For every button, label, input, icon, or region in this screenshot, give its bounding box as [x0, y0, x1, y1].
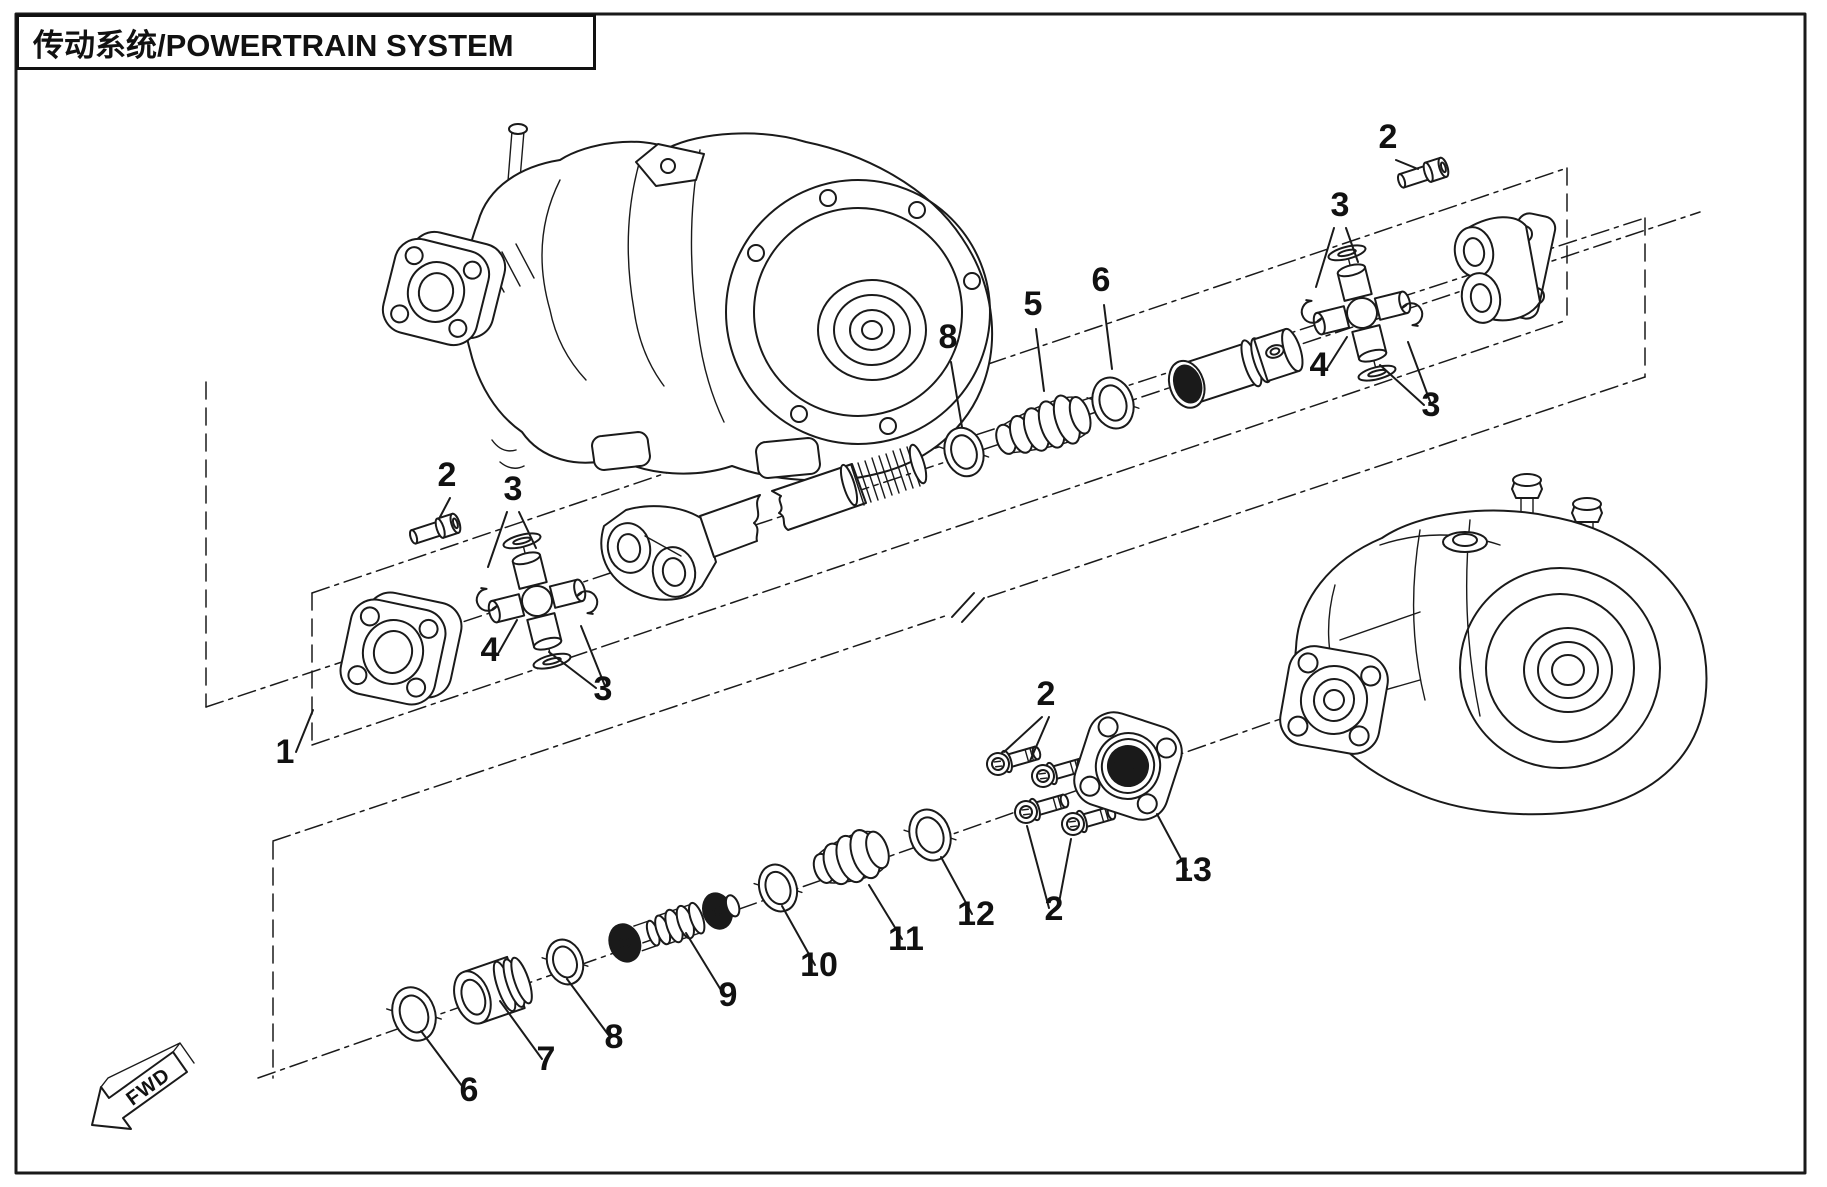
snap-ring-10	[749, 857, 807, 919]
cv-joint-group	[381, 706, 1189, 1049]
rear-yoke	[1451, 211, 1557, 326]
flange-bolt-front	[406, 511, 464, 549]
callout-label-9: 9	[719, 976, 738, 1014]
snap-ring-6-upper	[1082, 370, 1144, 436]
propeller-shaft	[601, 443, 929, 601]
callout-label-10: 10	[800, 946, 838, 984]
callout-label-6b: 6	[460, 1071, 479, 1109]
callout-label-2a: 2	[438, 456, 457, 494]
front-gearbox-flange	[378, 234, 494, 350]
callout-label-3c: 3	[1331, 186, 1350, 224]
callout-label-3d: 3	[1422, 386, 1441, 424]
shaft-flange	[336, 595, 450, 709]
callout-label-4b: 4	[1310, 346, 1329, 384]
callout-label-8a: 8	[939, 318, 958, 356]
snap-ring-12	[898, 801, 962, 869]
callout-labels: 1 2 3 4 3 2 3 4 3 8 5 6 2 13 2 12 11 10 …	[276, 118, 1441, 1109]
callout-label-2d: 2	[1045, 890, 1064, 928]
snap-ring-6-lower	[381, 979, 447, 1049]
rear-gearbox	[1276, 474, 1706, 814]
page-border	[16, 14, 1805, 1173]
callout-label-1: 1	[276, 733, 295, 771]
callout-label-13: 13	[1174, 851, 1212, 889]
callout-label-4a: 4	[481, 631, 500, 669]
callout-label-11: 11	[888, 920, 924, 958]
callout-label-3b: 3	[594, 670, 613, 708]
callout-label-2c: 2	[1037, 675, 1056, 713]
coupler-sleeve-upper	[1163, 325, 1307, 413]
front-gearbox	[378, 124, 992, 480]
cv-boot-11	[807, 823, 895, 895]
snap-ring-8-lower	[537, 932, 593, 992]
callout-label-5: 5	[1024, 285, 1043, 323]
flange-bolt-rear	[1394, 155, 1452, 193]
callout-label-7: 7	[537, 1040, 556, 1078]
rear-gearbox-flange	[1276, 642, 1392, 758]
cv-shaft-9	[604, 886, 744, 966]
splined-hub-13	[1068, 706, 1189, 827]
shaft-boot-5	[990, 389, 1097, 466]
callout-leaders	[296, 160, 1431, 1090]
callout-label-2b: 2	[1379, 118, 1398, 156]
page-title: 传动系统/POWERTRAIN SYSTEM	[33, 27, 514, 63]
fwd-arrow: FWD	[92, 1043, 194, 1129]
title-box: 传动系统/POWERTRAIN SYSTEM	[16, 14, 596, 70]
shaft-break-mark	[952, 593, 984, 622]
callout-label-8b: 8	[605, 1018, 624, 1056]
coupler-cup-7	[448, 953, 537, 1029]
callout-label-3a: 3	[504, 470, 523, 508]
callout-label-6a: 6	[1092, 261, 1111, 299]
callout-label-12: 12	[957, 895, 995, 933]
